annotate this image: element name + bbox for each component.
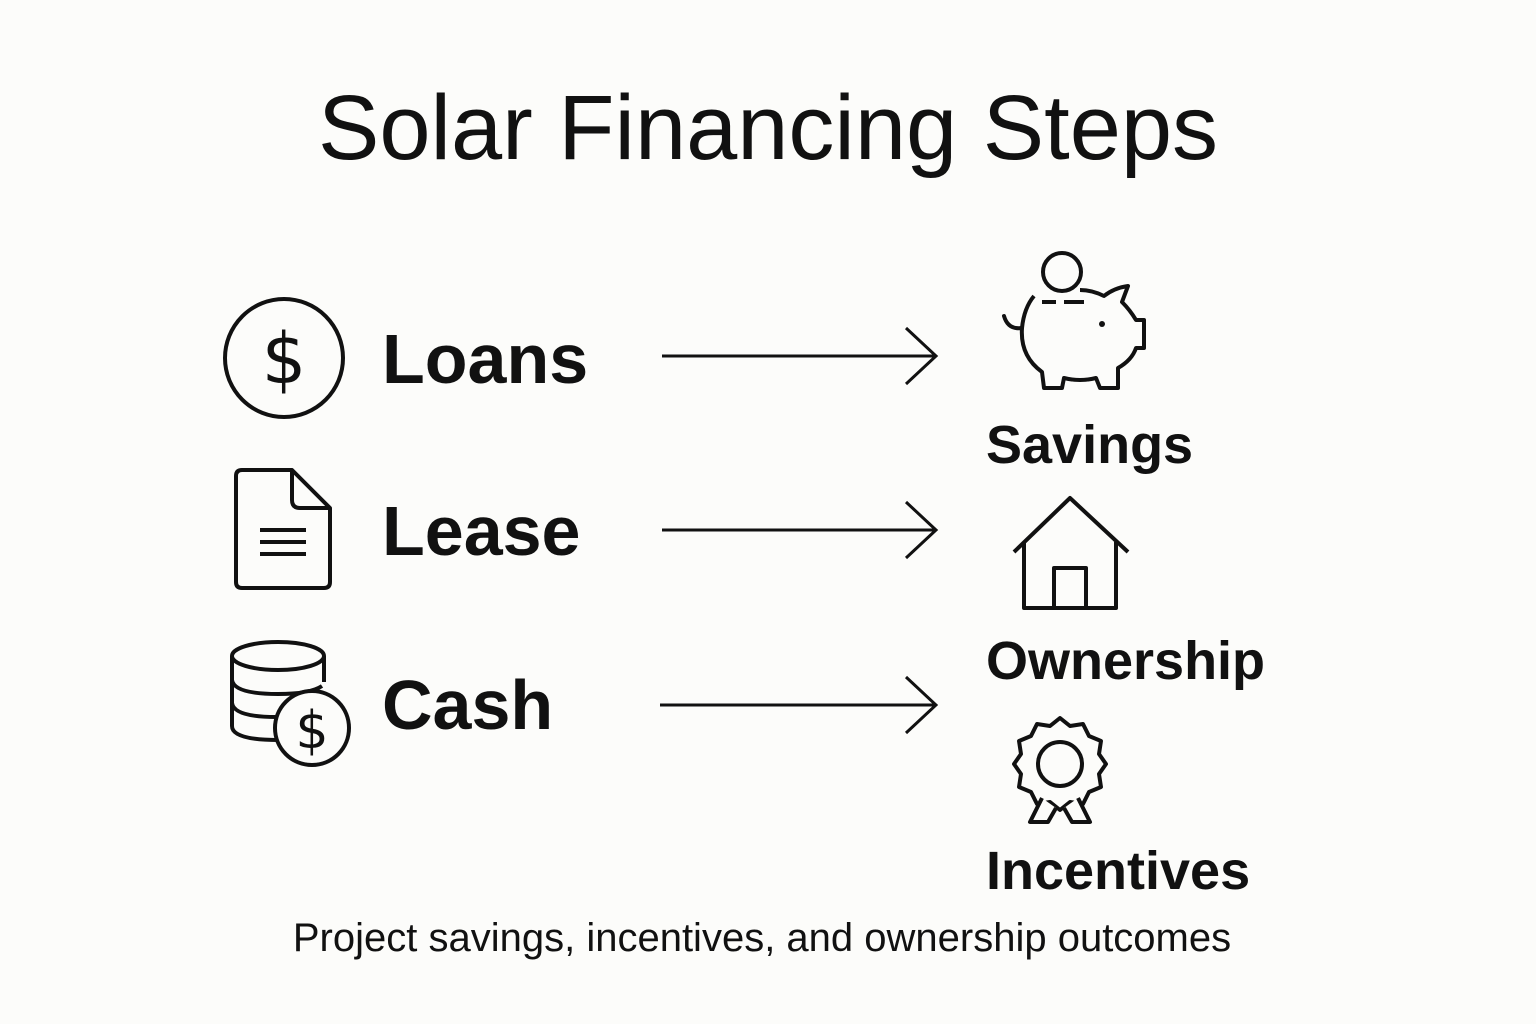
method-label-loans: Loans bbox=[382, 320, 589, 398]
award-badge-icon bbox=[1012, 714, 1108, 826]
method-label-lease: Lease bbox=[382, 492, 581, 570]
coin-stack-dollar-icon: $ bbox=[230, 640, 354, 772]
arrow-cash bbox=[658, 673, 939, 742]
arrow-lease bbox=[660, 498, 940, 567]
dollar-circle-icon: $ bbox=[222, 296, 346, 420]
arrow-loans bbox=[660, 324, 940, 393]
page-title: Solar Financing Steps bbox=[317, 77, 1219, 179]
svg-text:$: $ bbox=[295, 701, 328, 761]
outcome-label-ownership: Ownership bbox=[986, 631, 1266, 691]
method-label-cash: Cash bbox=[382, 666, 554, 744]
svg-text:$: $ bbox=[262, 318, 307, 400]
house-icon bbox=[1012, 496, 1132, 614]
outcome-label-savings: Savings bbox=[986, 415, 1194, 475]
footer-caption: Project savings, incentives, and ownersh… bbox=[292, 916, 1232, 960]
piggy-bank-icon bbox=[998, 250, 1148, 392]
document-icon bbox=[234, 468, 334, 592]
outcome-label-incentives: Incentives bbox=[986, 841, 1251, 901]
